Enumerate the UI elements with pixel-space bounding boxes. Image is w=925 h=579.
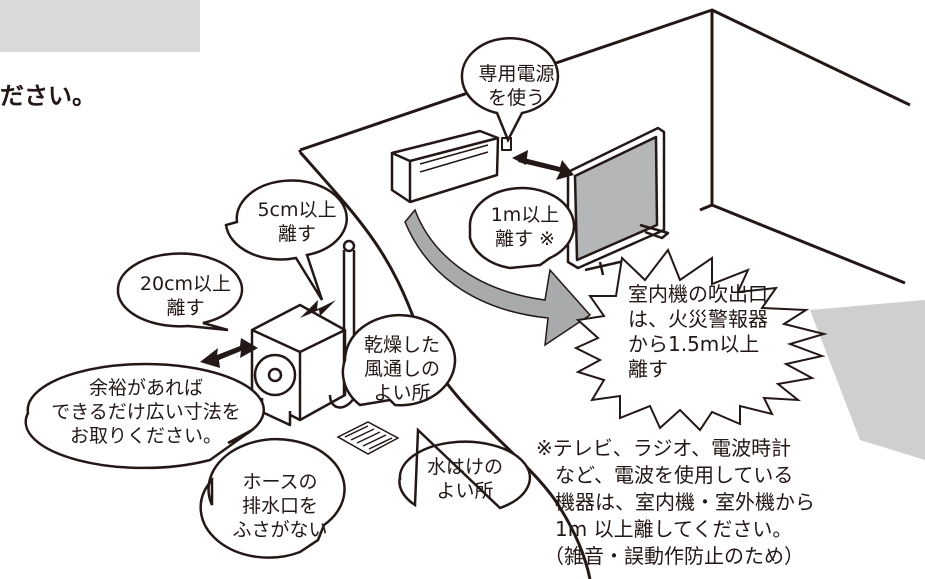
wall-shadow [810, 300, 925, 460]
section-header-bar [0, 0, 200, 52]
callout-dry-place: 乾燥した風通しのよい所 [363, 334, 440, 404]
fire-alarm-starburst [573, 247, 828, 432]
room-walls [298, 8, 911, 579]
indoor-unit [390, 129, 512, 204]
callout-hose: ホースの排水口をふさがない [232, 471, 328, 541]
interference-note: ※テレビ、ラジオ、電波時計 など、電波を使用している 機器は、室内機・室外機から… [536, 436, 815, 568]
outdoor-unit [250, 303, 347, 427]
callout-fire-alarm: 室内機の吹出口は、火災警報器から1.5m以上離す [628, 282, 768, 381]
callout-tv-distance: 1m以上離す ※ [490, 204, 560, 250]
drain-grate [336, 421, 400, 455]
callout-power: 専用電源を使う [478, 63, 555, 109]
tv-set [566, 126, 670, 276]
airflow-arrow [404, 208, 592, 347]
callout-bubbles [24, 37, 576, 559]
callout-room-space: 余裕があればできるだけ広い寸法をお取りください。 [51, 377, 241, 447]
distance-arrow-tv [512, 150, 574, 180]
callout-5cm: 5cm以上離す [257, 199, 337, 245]
callout-drainage: 水はけのよい所 [426, 456, 503, 502]
page-heading: ださい。 [0, 82, 96, 110]
callout-20cm: 20cm以上離す [139, 273, 232, 319]
distance-arrows-outdoor [200, 300, 336, 368]
